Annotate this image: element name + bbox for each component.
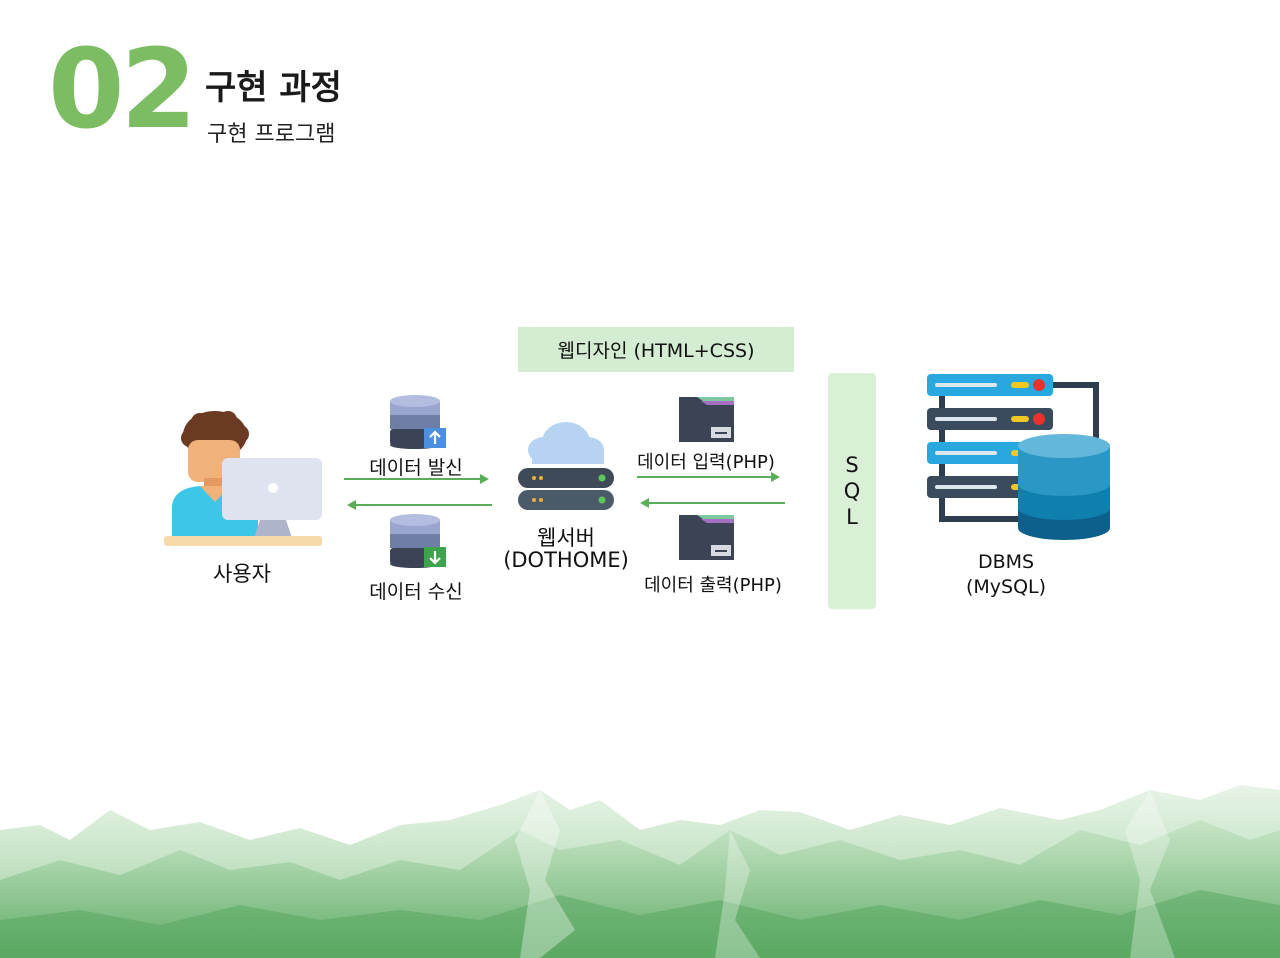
data-receive-label: 데이터 수신 bbox=[369, 581, 463, 603]
section-number: 02 bbox=[48, 25, 197, 153]
data-input-label: 데이터 입력(PHP) bbox=[637, 452, 775, 473]
watercolor-background bbox=[0, 785, 1280, 958]
dbms-label: DBMS bbox=[977, 551, 1035, 573]
page-subtitle: 구현 프로그램 bbox=[207, 122, 336, 147]
dbms-product-label: (MySQL) bbox=[965, 576, 1047, 598]
web-server-cloud-icon bbox=[518, 422, 614, 510]
php-input-icon bbox=[679, 397, 734, 442]
arrow-user-to-server bbox=[344, 474, 489, 484]
web-server-host-label: (DOTHOME) bbox=[503, 548, 629, 572]
user-at-computer-icon bbox=[164, 411, 322, 546]
sql-letter-l: L bbox=[846, 505, 858, 529]
sql-letter-q: Q bbox=[843, 479, 861, 503]
arrow-server-to-user bbox=[347, 500, 492, 510]
php-output-icon bbox=[679, 515, 734, 560]
data-receive-icon bbox=[390, 514, 446, 568]
sql-letter-s: S bbox=[845, 453, 859, 477]
user-label: 사용자 bbox=[213, 562, 271, 586]
arrow-sql-to-server bbox=[640, 498, 785, 508]
data-send-icon bbox=[390, 395, 446, 449]
page-title: 구현 과정 bbox=[205, 68, 342, 108]
sql-bar: S Q L bbox=[828, 373, 876, 609]
data-send-label: 데이터 발신 bbox=[369, 457, 463, 479]
arrow-server-to-sql bbox=[637, 472, 780, 482]
web-design-banner: 웹디자인 (HTML+CSS) bbox=[518, 327, 794, 372]
web-server-label: 웹서버 bbox=[537, 526, 595, 550]
data-output-label: 데이터 출력(PHP) bbox=[644, 575, 782, 596]
dbms-server-database-icon bbox=[927, 374, 1110, 540]
